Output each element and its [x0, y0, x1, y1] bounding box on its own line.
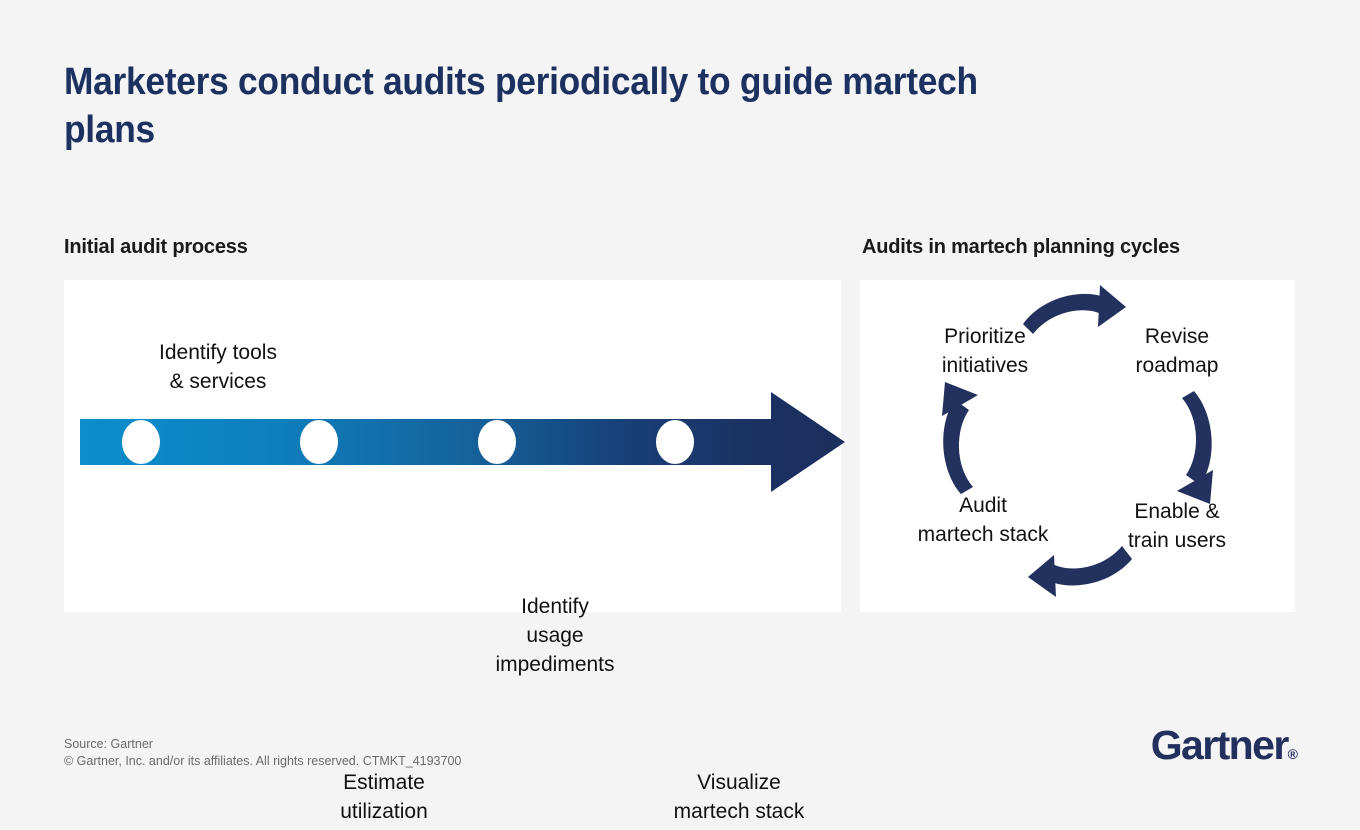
footer-source: Source: Gartner — [64, 737, 153, 751]
gartner-logo: Gartner® — [1151, 722, 1298, 769]
process-arrow-graphic — [80, 392, 845, 492]
process-step-label-1: Identify tools & services — [159, 341, 277, 393]
cycle-arrows-graphic — [942, 285, 1213, 597]
cycle-arrow-right — [1182, 391, 1212, 485]
footer: Source: Gartner © Gartner, Inc. and/or i… — [64, 736, 461, 770]
registered-trademark-icon: ® — [1287, 746, 1298, 762]
audits-planning-cycles-panel — [860, 280, 1295, 612]
section-heading-audits-in-planning-cycles: Audits in martech planning cycles — [862, 236, 1180, 258]
process-step-label-2: Estimate utilization — [340, 771, 428, 823]
gartner-logo-text: Gartner — [1150, 722, 1290, 768]
process-step-label-4: Visualize martech stack — [673, 771, 805, 823]
initial-audit-process-panel: Identify tools & services Estimate utili… — [64, 280, 845, 823]
cycle-arrow-right-head — [1177, 470, 1213, 504]
cycle-arrow-bottom-head — [1028, 555, 1056, 597]
cycle-arrow-left — [943, 400, 973, 494]
process-step-marker-4 — [656, 420, 694, 464]
process-step-label-3: Identify usage impediments — [495, 595, 615, 676]
cycle-arrow-left-head — [942, 382, 978, 416]
cycle-step-label-prioritize-initiatives: Prioritize initiatives — [941, 325, 1029, 377]
cycle-arrow-top — [1023, 293, 1114, 334]
cycle-arrow-top-head — [1098, 285, 1126, 327]
cycle-arrow-bottom — [1040, 546, 1132, 586]
process-step-marker-2 — [300, 420, 338, 464]
process-step-marker-1 — [122, 420, 160, 464]
process-step-marker-3 — [478, 420, 516, 464]
footer-copyright: © Gartner, Inc. and/or its affiliates. A… — [64, 754, 462, 768]
cycle-diagram: Prioritize initiatives Revise roadmap En… — [860, 280, 1295, 612]
cycle-step-label-revise-roadmap: Revise roadmap — [1135, 325, 1219, 377]
page-title: Marketers conduct audits periodically to… — [64, 61, 978, 151]
cycle-step-label-enable-train-users: Enable & train users — [1127, 500, 1227, 552]
cycle-step-label-audit-martech-stack: Audit martech stack — [917, 494, 1049, 546]
section-heading-initial-audit-process: Initial audit process — [64, 236, 248, 258]
